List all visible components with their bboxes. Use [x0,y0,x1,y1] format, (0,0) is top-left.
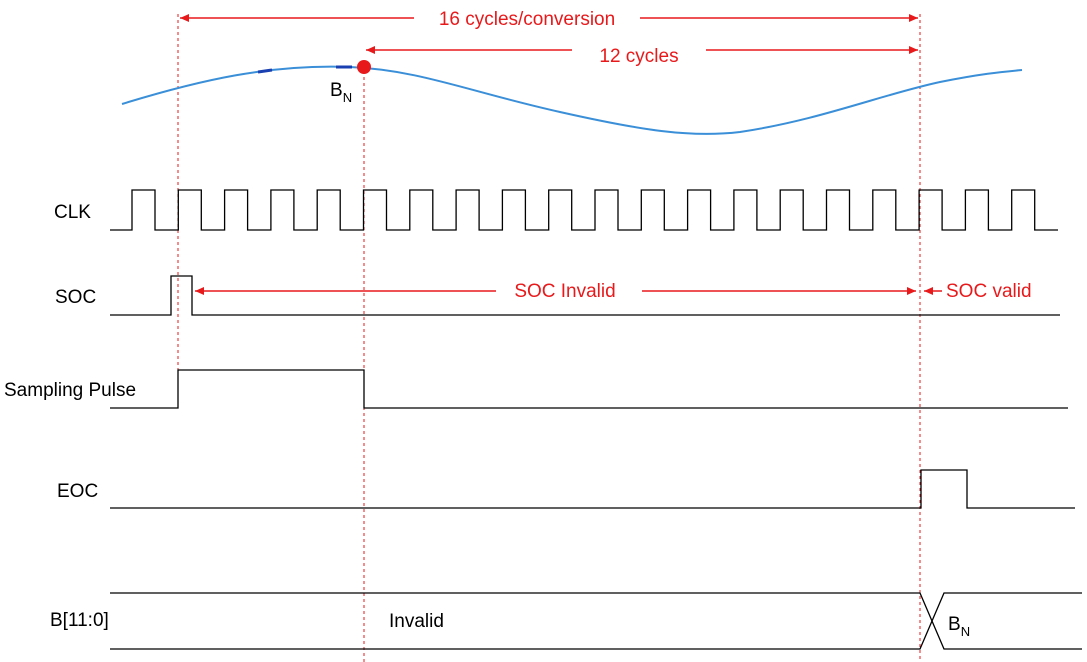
clk-waveform [110,189,1058,231]
sample-label-sub: N [343,90,352,105]
label-16-cycles: 16 cycles/conversion [439,9,615,30]
sampling-pulse-waveform [110,369,1068,409]
signal-label-eoc: EOC [57,481,98,502]
bus-value-valid-sub: N [961,624,970,639]
bus-waveform-lower [110,592,1082,650]
signal-label-sampling-pulse: Sampling Pulse [4,380,136,401]
label-soc-invalid: SOC Invalid [514,281,615,302]
signal-label-bus: B[11:0] [50,610,109,631]
eoc-waveform [110,469,1075,509]
signal-label-soc: SOC [55,287,96,308]
clk-square-wave [110,189,1058,231]
sample-point-marker [357,60,371,74]
analog-input-waveform [121,65,1023,135]
soc-waveform [110,275,1060,316]
bus-value-valid-main: B [948,614,961,635]
bus-value-invalid: Invalid [389,611,444,632]
label-soc-valid: SOC valid [946,281,1032,302]
label-12-cycles: 12 cycles [599,46,678,67]
sample-label-main: B [330,80,343,101]
bus-waveform-upper [110,592,1082,650]
bus-value-valid: BN [948,614,970,639]
sample-label: BN [330,80,352,105]
waveform-highlight-1 [257,68,273,74]
signal-label-clk: CLK [54,202,91,223]
